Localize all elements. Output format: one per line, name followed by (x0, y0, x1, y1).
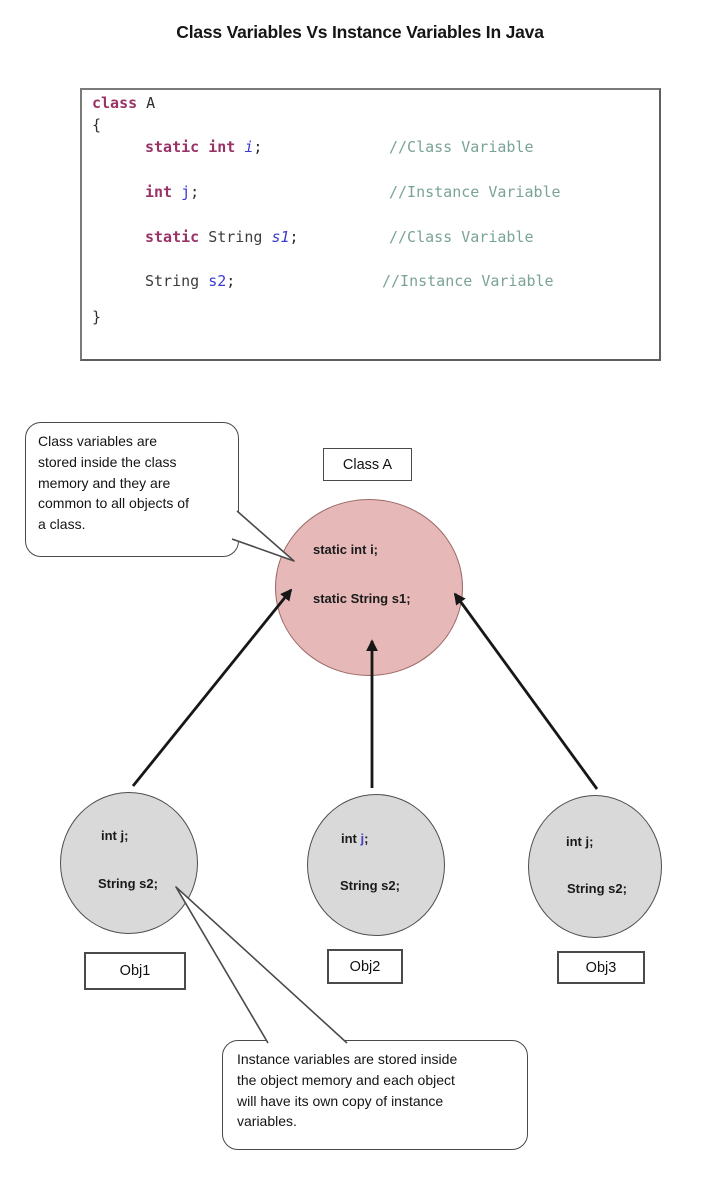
class-a-label: Class A (342, 456, 393, 473)
obj3-j: j (585, 834, 590, 849)
semicolon: ; (253, 138, 263, 156)
obj1-circle: int j; String s2; (60, 792, 198, 934)
semicolon: ; (226, 272, 236, 290)
class-variables-callout: Class variables are stored inside the cl… (25, 422, 239, 557)
type-string: String (208, 228, 272, 246)
obj2-int: int (341, 831, 361, 846)
code-line-string-s2: String s2; //Instance Variable (92, 272, 653, 292)
close-brace: } (92, 308, 102, 326)
keyword-int: int (145, 183, 182, 201)
identifier-j: j (181, 183, 191, 201)
keyword-static-int: static int (145, 138, 245, 156)
instance-callout-tail (175, 886, 348, 1044)
comment-instance-variable: //Instance Variable (389, 183, 561, 201)
obj3-label: Obj3 (585, 959, 617, 976)
code-line-open-brace: { (92, 116, 653, 136)
obj2-j: j (360, 831, 365, 846)
code-line-int-j: int j; //Instance Variable (92, 183, 653, 203)
class-name: A (137, 94, 156, 112)
obj2-string-s2: String s2; (340, 878, 400, 893)
class-a-label-box: Class A (323, 448, 412, 481)
identifier-i: i (244, 138, 254, 156)
obj3-label-box: Obj3 (557, 951, 645, 984)
code-line-close-brace: } (92, 308, 653, 328)
obj2-label-box: Obj2 (327, 949, 403, 984)
obj1-label: Obj1 (119, 963, 151, 979)
comment-instance-variable: //Instance Variable (382, 272, 554, 290)
comment-class-variable: //Class Variable (389, 228, 534, 246)
obj2-label: Obj2 (349, 958, 381, 975)
java-code-box: class A { static int i;//Class Variable … (80, 88, 661, 361)
obj1-int: int (101, 828, 121, 843)
code-line-class-decl: class A (92, 94, 653, 114)
comment-class-variable: //Class Variable (389, 138, 534, 156)
obj3-string-s2: String s2; (567, 881, 627, 896)
keyword-static: static (145, 228, 209, 246)
obj1-string-s2: String s2; (98, 876, 158, 891)
code-line-static-string: static String s1; //Class Variable (92, 228, 653, 248)
obj2-circle: int j; String s2; (307, 794, 445, 936)
obj2-int-j: int j; (341, 831, 368, 846)
identifier-s2: s2 (208, 272, 227, 290)
arrow-obj3-to-class (453, 592, 599, 790)
obj1-j: j (120, 828, 125, 843)
type-string: String (145, 272, 209, 290)
keyword-class: class (92, 94, 138, 112)
class-a-circle: static int i; static String s1; (275, 499, 463, 676)
open-brace: { (92, 116, 102, 134)
semicolon: ; (364, 831, 369, 846)
semicolon: ; (289, 228, 299, 246)
class-variables-callout-text: Class variables are stored inside the cl… (38, 433, 189, 533)
class-circle-static-string: static String s1; (313, 591, 411, 606)
instance-variables-callout-text: Instance variables are stored inside the… (237, 1051, 458, 1130)
semicolon: ; (589, 834, 594, 849)
class-circle-static-int: static int i; (313, 542, 379, 557)
obj1-label-box: Obj1 (84, 952, 186, 990)
obj3-int-j: int j; (566, 834, 593, 849)
semicolon: ; (190, 183, 200, 201)
instance-variables-callout: Instance variables are stored inside the… (222, 1040, 528, 1150)
arrow-obj1-to-class (131, 588, 293, 787)
semicolon: ; (124, 828, 129, 843)
code-line-static-int: static int i; //Class Variable (92, 138, 653, 158)
page-title: Class Variables Vs Instance Variables In… (176, 22, 544, 42)
obj1-int-j: int j; (101, 828, 128, 843)
obj3-circle: int j; String s2; (528, 795, 662, 938)
obj3-int: int (566, 834, 586, 849)
identifier-s1: s1 (271, 228, 290, 246)
